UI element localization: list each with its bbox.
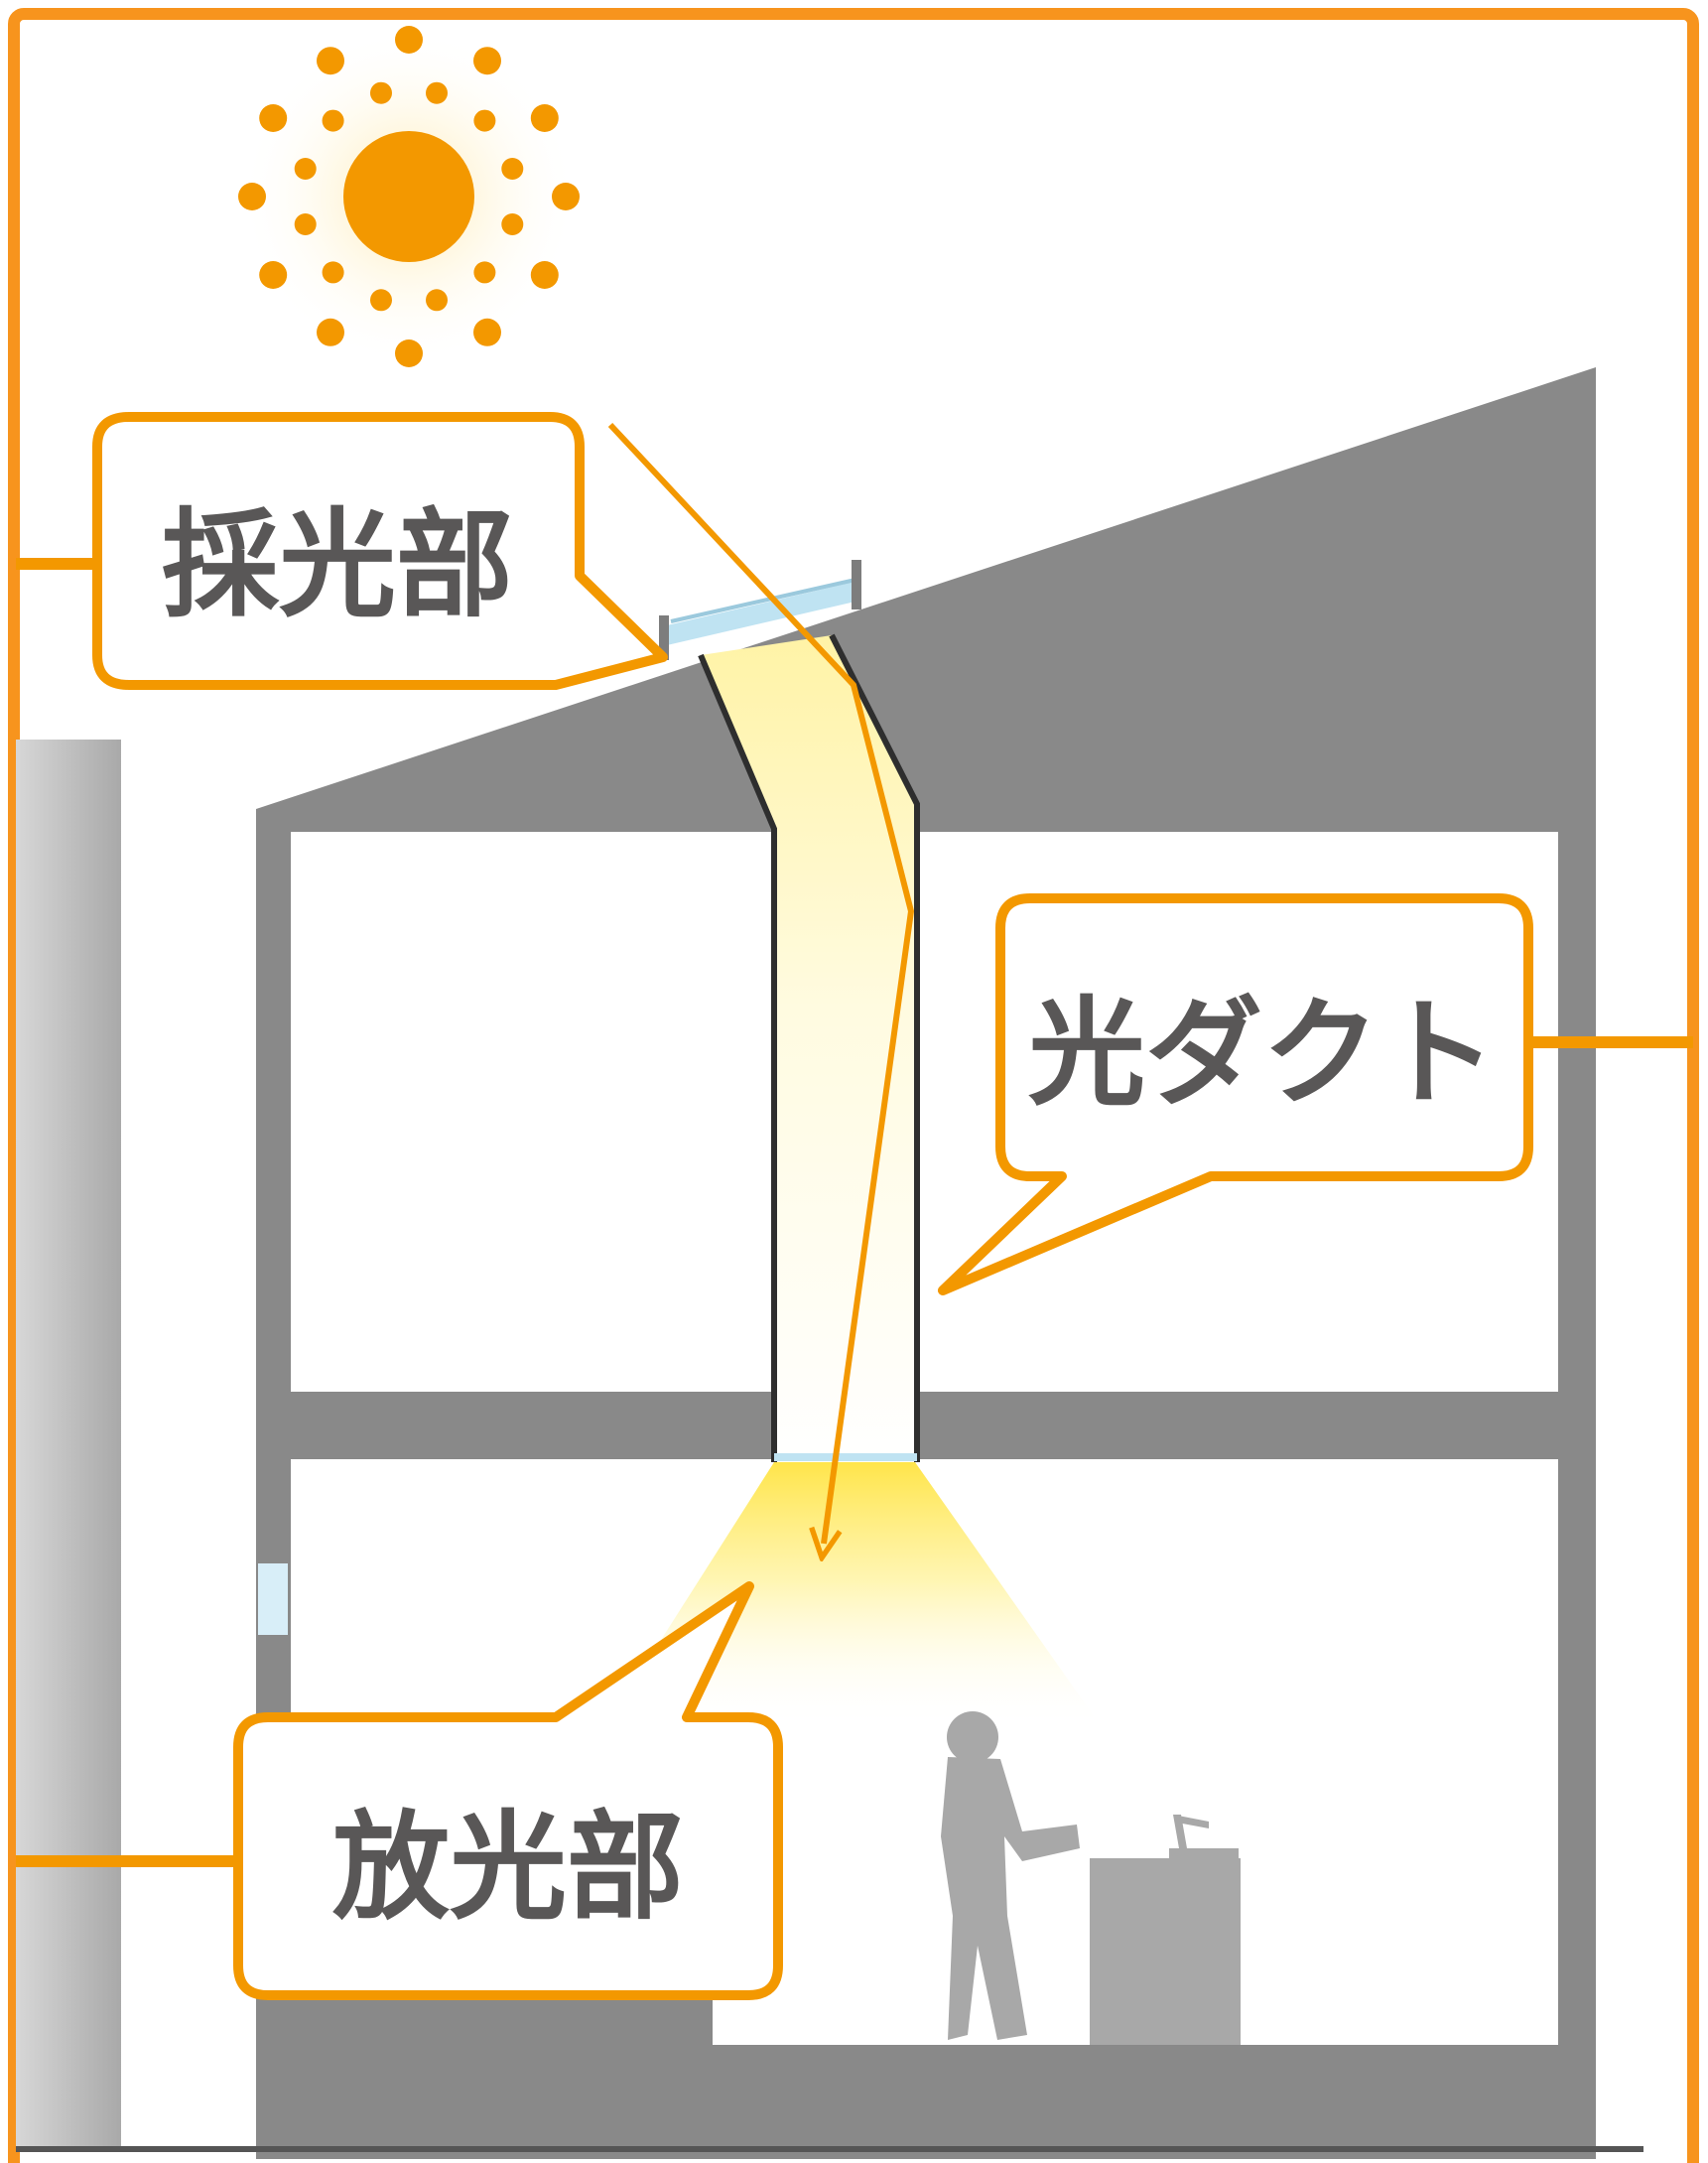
sun-ray-dot [322, 109, 344, 132]
sun-ray-dot [370, 289, 392, 312]
sun-ray-dot [426, 81, 448, 104]
roof [256, 367, 1596, 832]
sun-ray-dot [473, 261, 496, 284]
sun-icon [238, 26, 580, 367]
callout-lighting-part: 採光部 [92, 412, 668, 690]
sun-ray-dot [426, 289, 448, 312]
sun-ray-dot [501, 213, 524, 235]
label-emitting-part: 放光部 [332, 1799, 684, 1936]
sun-ray-dot [317, 47, 344, 75]
sun-ray-dot [370, 81, 392, 104]
callout-light-duct: 光ダクト [938, 893, 1533, 1295]
sun-ray-dot [395, 339, 423, 367]
outer-frame [8, 8, 1699, 2163]
label-lighting-part: 採光部 [162, 496, 513, 633]
floor-slab [256, 1392, 1596, 1459]
sun-ray-dot [294, 158, 317, 180]
skylight [659, 560, 861, 660]
sun-ray-dot [294, 213, 317, 235]
sun-ray-dot [501, 158, 524, 180]
sun-ray-dot [473, 47, 501, 75]
label-light-duct: 光ダクト [1028, 985, 1497, 1122]
sun-ray-dot [473, 109, 496, 132]
house-right-wall [1558, 596, 1596, 2159]
sun-ray-dot [530, 104, 559, 132]
sun-ray-dot [238, 183, 266, 210]
sun-ray-dot [259, 104, 288, 132]
light-cone [605, 1462, 1102, 1727]
kitchen-counter [1090, 1815, 1241, 2045]
sun-ray-dot [552, 183, 580, 210]
sun-ray-dot [395, 26, 423, 54]
sun-ray-dot [259, 261, 288, 289]
person-icon [941, 1711, 1080, 2040]
sun-ray-dot [473, 318, 501, 346]
ground-line [16, 2146, 1643, 2152]
light-ray-arrow [607, 422, 914, 1544]
callout-emitting-part: 放光部 [233, 1581, 783, 2000]
sun-ray-dot [322, 261, 344, 284]
neighbor-wall [16, 740, 121, 2149]
sun-ray-dot [317, 318, 344, 346]
side-window [258, 1563, 288, 1635]
sun-ray-dot [530, 261, 559, 289]
